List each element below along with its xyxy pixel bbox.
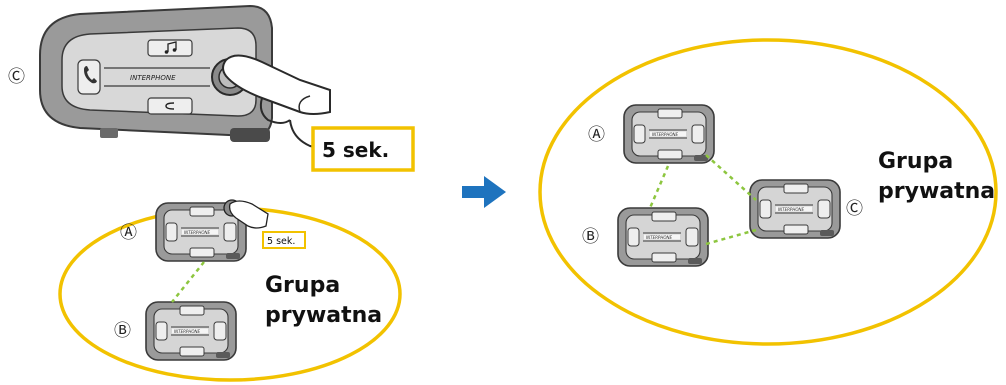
right-group-subtitle: prywatna (878, 179, 995, 204)
left-connector-ab (171, 261, 205, 303)
c-letter-icon (165, 102, 175, 110)
right-device-a-brand: INTERPHONE (652, 132, 678, 137)
small-callout-box (262, 231, 306, 249)
right-connector-bc (705, 228, 757, 246)
small-press-time: 5 sek. (267, 236, 295, 247)
small-hand-icon (223, 199, 269, 229)
big-device-brand: INTERPHONE (130, 74, 176, 82)
left-group-subtitle: prywatna (265, 303, 382, 328)
right-connector-ab (648, 165, 670, 209)
phone-icon (84, 66, 97, 84)
right-device-c-label: Ⓒ (846, 199, 863, 219)
right-device-a-label: Ⓐ (588, 125, 605, 145)
left-device-b-brand: INTERPHONE (174, 329, 200, 334)
hand-icon (222, 54, 331, 151)
right-connector-ac (705, 154, 757, 201)
right-group-ellipse (538, 38, 998, 346)
music-note-icon (164, 41, 177, 54)
right-device-b-brand: INTERPHONE (646, 235, 672, 240)
left-device-a-brand: INTERPHONE (184, 230, 210, 235)
big-callout-box (311, 126, 415, 172)
big-press-time: 5 sek. (322, 138, 389, 162)
right-arrow-icon (462, 176, 506, 208)
right-device-b-label: Ⓑ (582, 227, 599, 247)
big-device-label: Ⓒ (8, 67, 25, 87)
left-device-b-label: Ⓑ (114, 321, 131, 341)
left-device-a-label: Ⓐ (120, 223, 137, 243)
left-group-title: Grupa (265, 273, 340, 298)
right-group-title: Grupa (878, 149, 953, 174)
right-device-c-brand: INTERPHONE (778, 207, 804, 212)
